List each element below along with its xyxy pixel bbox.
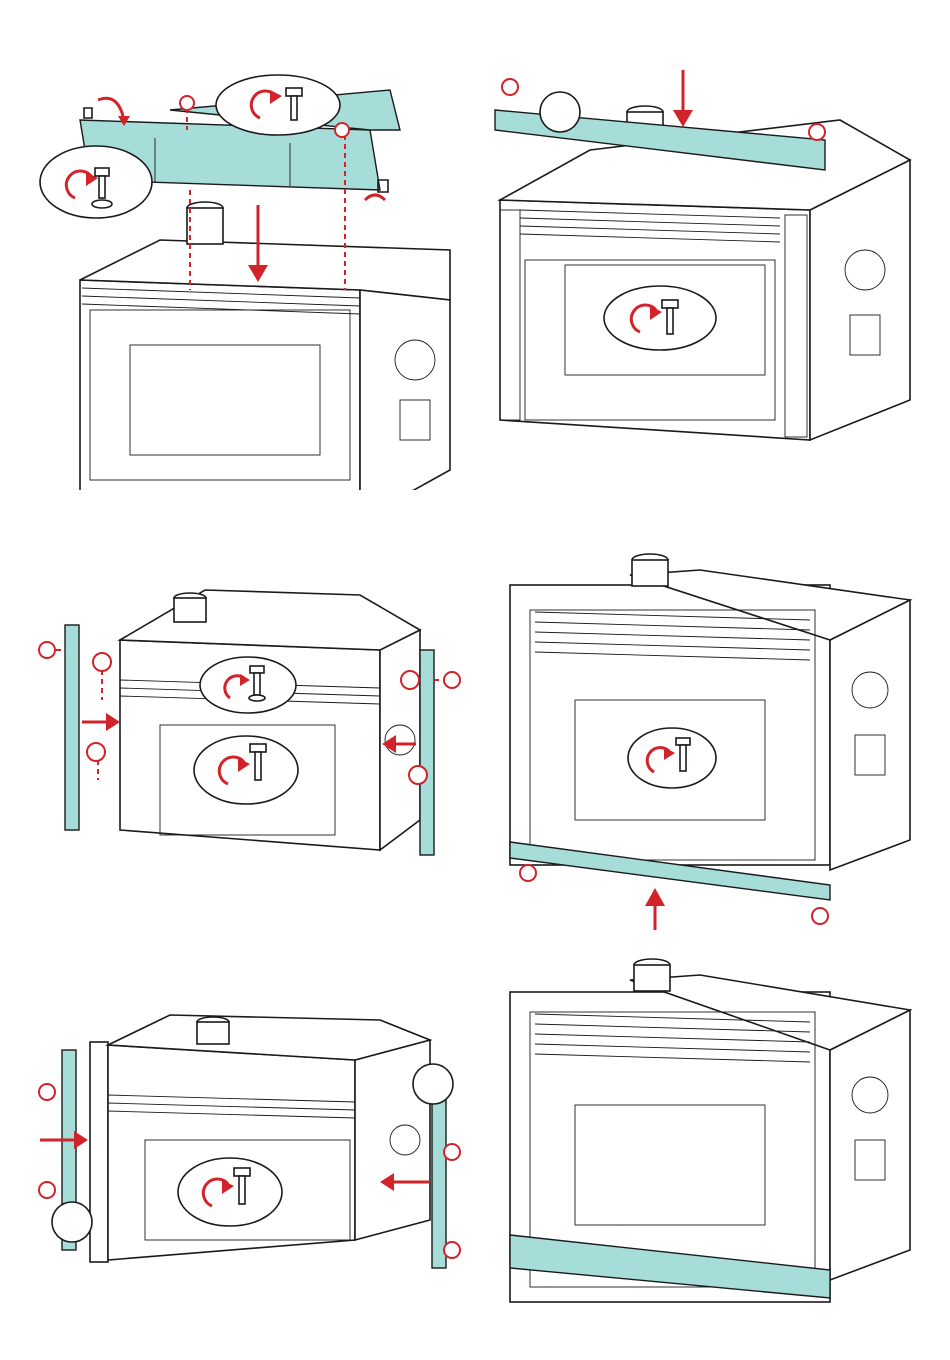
screw-icon bbox=[39, 642, 55, 658]
step-6-illustration bbox=[480, 920, 940, 1350]
screw-icon bbox=[520, 865, 536, 881]
step-4-illustration bbox=[480, 530, 940, 960]
screw-icon bbox=[809, 124, 825, 140]
screw-icon bbox=[87, 743, 105, 761]
fireplace-unit bbox=[120, 590, 420, 850]
fireplace-unit bbox=[80, 202, 450, 490]
step-5-illustration bbox=[20, 920, 480, 1350]
side-trim-right bbox=[432, 1078, 446, 1268]
blank-callout-circle bbox=[52, 1202, 92, 1242]
bolt-icon bbox=[662, 300, 678, 308]
arrow-right bbox=[82, 713, 120, 731]
step-3-illustration bbox=[20, 530, 480, 960]
bolt-callout bbox=[194, 736, 298, 804]
fireplace-unit bbox=[90, 1015, 430, 1262]
step-2-panel bbox=[480, 60, 940, 490]
screw-icon bbox=[444, 672, 460, 688]
screw-icon bbox=[444, 1144, 460, 1160]
step-6-panel bbox=[480, 920, 940, 1350]
step-2-illustration bbox=[480, 60, 940, 490]
step-1-panel bbox=[20, 60, 480, 490]
blank-callout-circle bbox=[413, 1064, 453, 1104]
step-5-panel bbox=[20, 920, 480, 1350]
bolt-icon bbox=[95, 168, 109, 176]
screw-icon bbox=[39, 1084, 55, 1100]
bolt-callout bbox=[628, 728, 716, 788]
rotate-arrow-right bbox=[365, 195, 385, 200]
bolt-washer-callout bbox=[40, 146, 152, 218]
screw-icon bbox=[444, 1242, 460, 1258]
step-1-illustration bbox=[20, 60, 480, 490]
side-trim-right bbox=[420, 650, 434, 855]
side-trim-left bbox=[65, 625, 79, 830]
bolt-icon bbox=[676, 738, 690, 745]
bolt-icon bbox=[250, 744, 266, 752]
screw-icon bbox=[93, 653, 111, 671]
down-arrow bbox=[673, 70, 693, 127]
bolt-callout bbox=[604, 286, 716, 350]
bolt-callout bbox=[216, 75, 340, 135]
blank-callout-circle bbox=[540, 92, 580, 132]
screw-icon bbox=[502, 79, 518, 95]
fireplace-unit bbox=[510, 554, 910, 870]
screw-icon bbox=[39, 1182, 55, 1198]
screw-icon bbox=[401, 671, 419, 689]
bolt-callout bbox=[178, 1158, 282, 1226]
step-3-panel bbox=[20, 530, 480, 960]
bolt-icon bbox=[286, 88, 302, 96]
screw-icon bbox=[409, 766, 427, 784]
bracket-left bbox=[84, 108, 92, 118]
step-4-panel bbox=[480, 530, 940, 960]
screw-icon bbox=[335, 123, 349, 137]
bolt-icon bbox=[234, 1168, 250, 1176]
bolt-icon bbox=[250, 666, 264, 673]
screw-icon bbox=[180, 96, 194, 110]
bolt-washer-callout bbox=[200, 657, 296, 713]
